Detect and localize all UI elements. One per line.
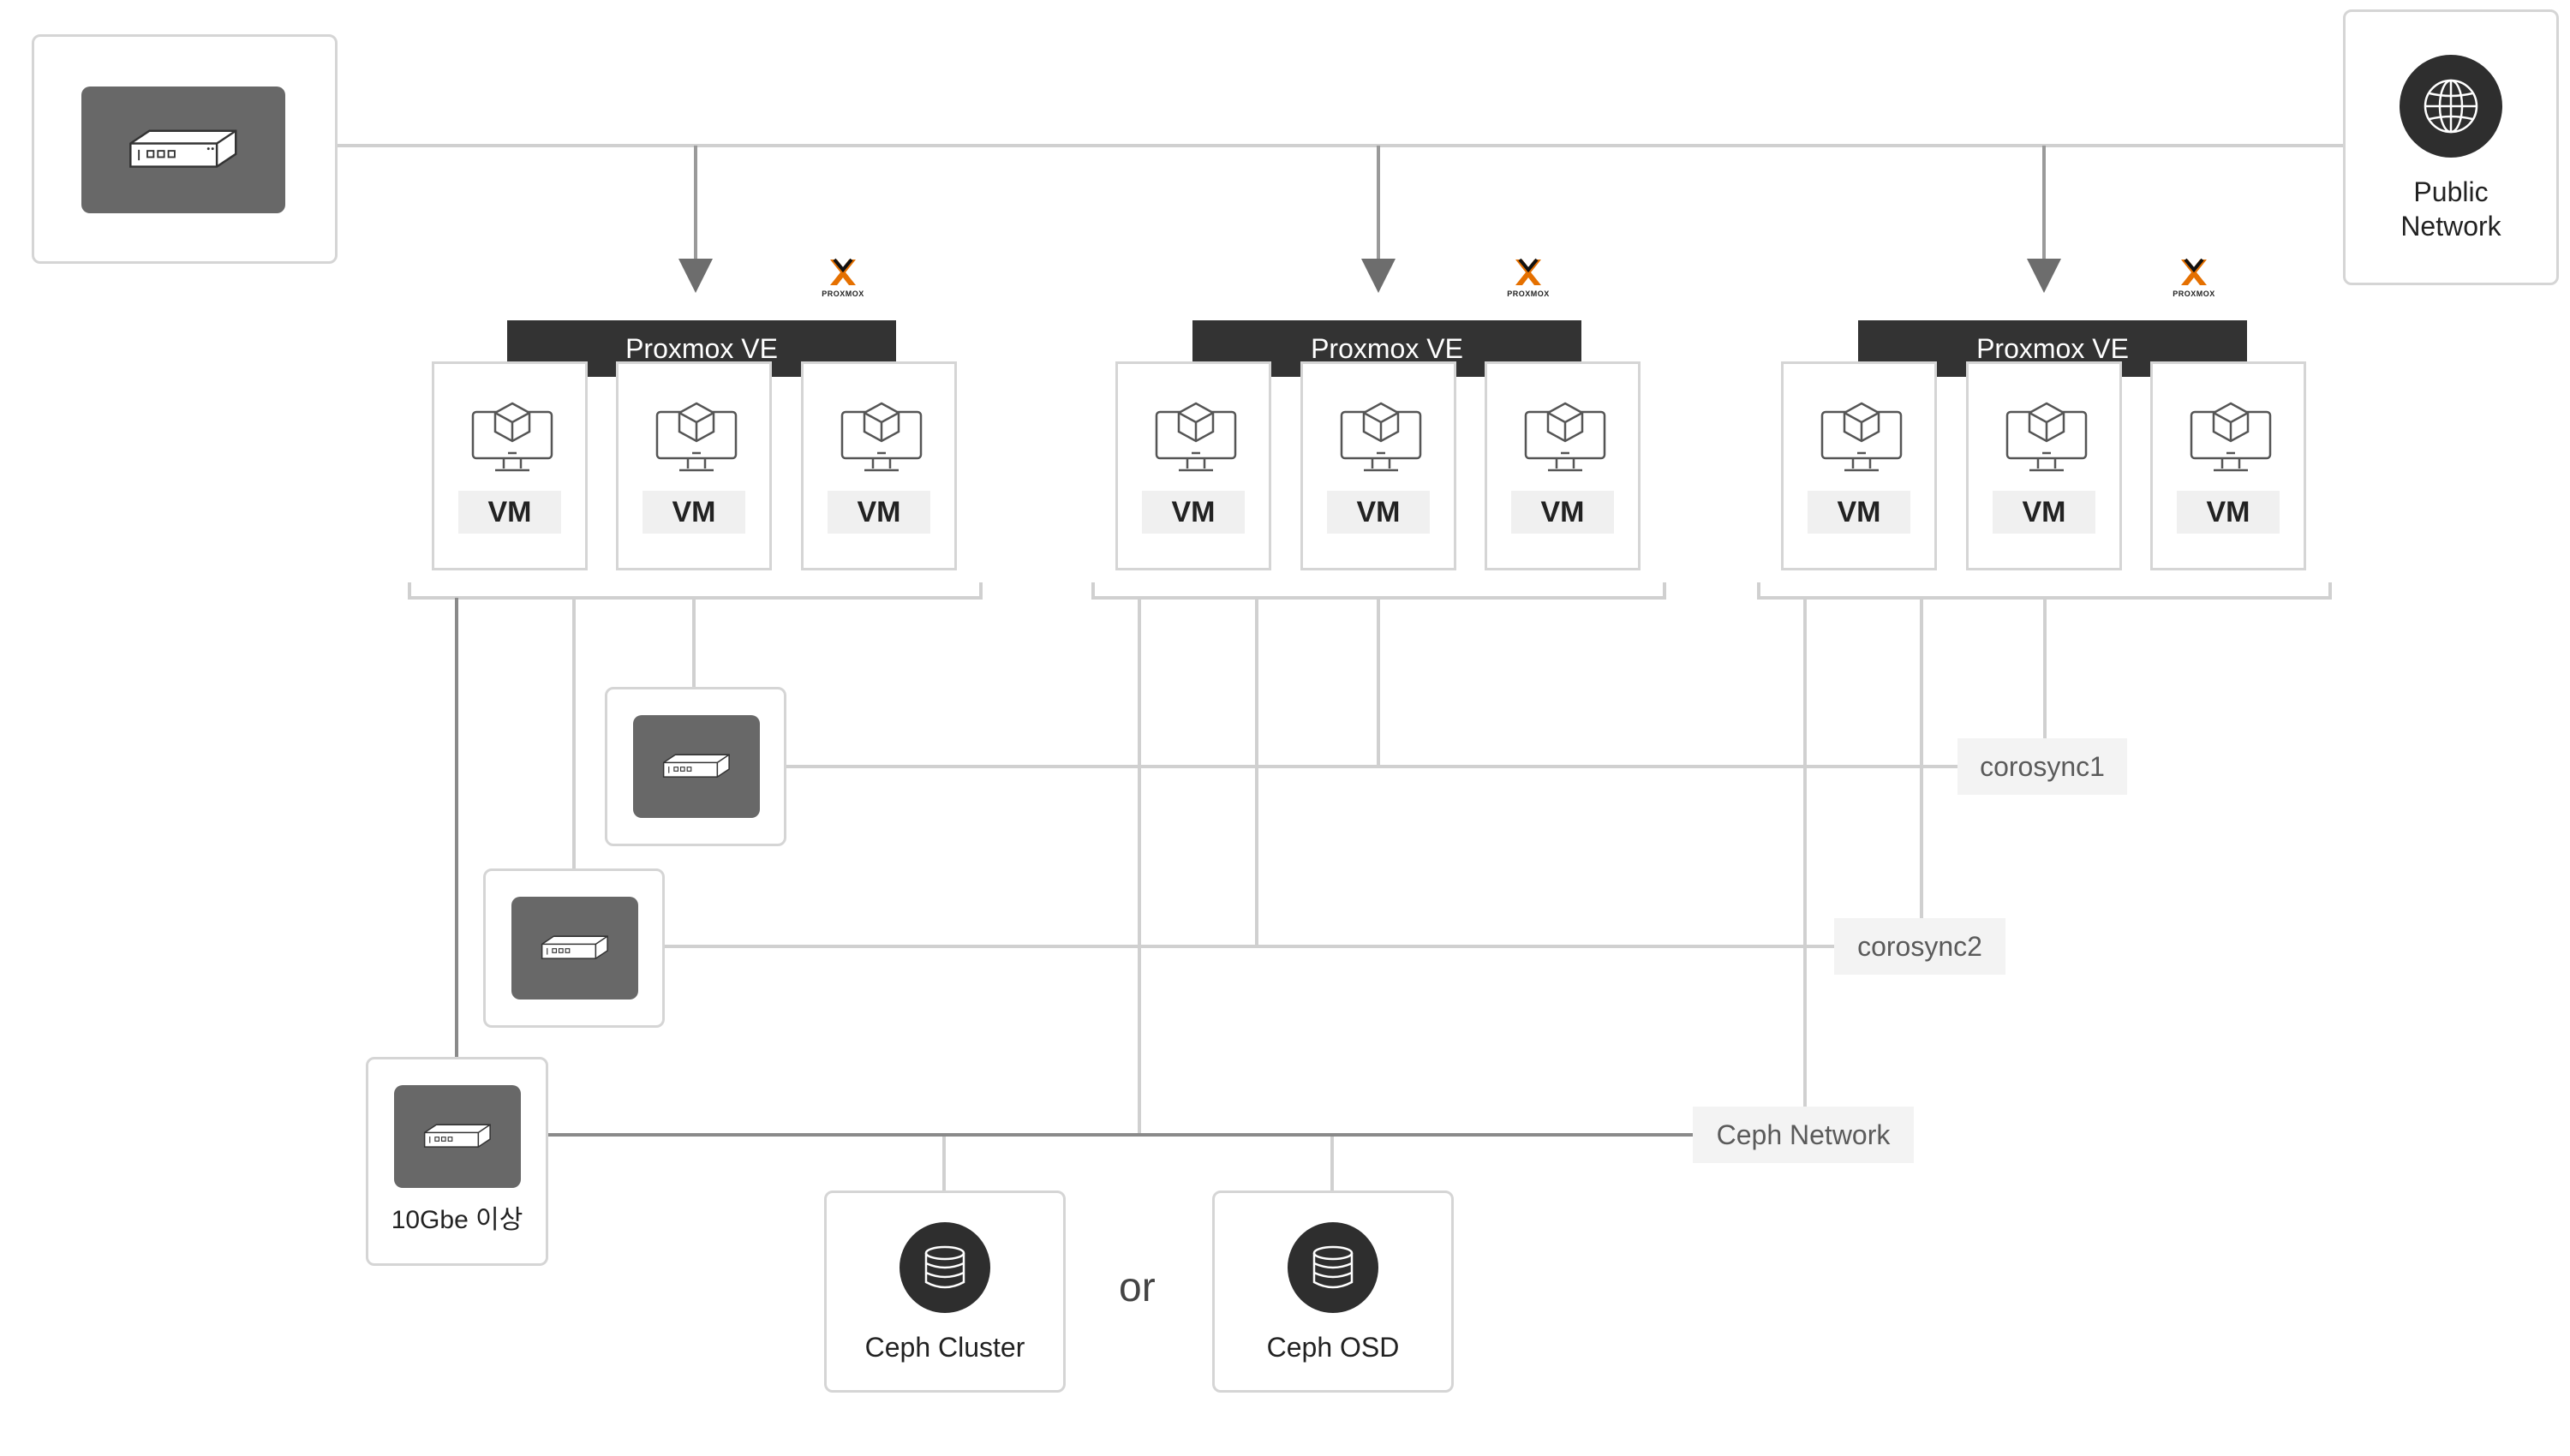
vm-monitor-icon [2190, 402, 2272, 472]
vm-monitor-icon [1524, 402, 1606, 472]
vm-card[interactable]: VM [1300, 361, 1456, 570]
vm-label: VM [1327, 491, 1430, 534]
or-text: or [1119, 1265, 1156, 1310]
database-icon [900, 1222, 990, 1313]
public-network-box: Public Network [2343, 9, 2559, 285]
ceph-cluster-box: Ceph Cluster [824, 1190, 1066, 1393]
vm-monitor-icon [471, 402, 553, 472]
vm-label: VM [2177, 491, 2280, 534]
vm-label: VM [1511, 491, 1614, 534]
corosync2-label: corosync2 [1834, 918, 2005, 975]
vm-label: VM [458, 491, 561, 534]
ceph-cluster-label: Ceph Cluster [864, 1332, 1025, 1363]
vm-monitor-icon [655, 402, 738, 472]
proxmox-logo-icon: PROXMOX [2167, 257, 2221, 305]
corosync1-label: corosync1 [1957, 738, 2127, 795]
router-box [32, 34, 338, 264]
ceph-osd-box: Ceph OSD [1212, 1190, 1454, 1393]
vm-card[interactable]: VM [2150, 361, 2306, 570]
corosync2-switch-box [483, 868, 665, 1028]
node1-bracket [408, 582, 983, 600]
ceph-osd-label: Ceph OSD [1266, 1332, 1400, 1363]
switch-icon [511, 897, 638, 1000]
vm-monitor-icon [1820, 402, 1903, 472]
vm-label: VM [642, 491, 745, 534]
ceph-network-label: Ceph Network [1693, 1107, 1914, 1163]
vm-monitor-icon [840, 402, 923, 472]
vm-label: VM [828, 491, 930, 534]
switch-icon [394, 1085, 521, 1188]
public-network-label: Public Network [2400, 176, 2501, 242]
vm-card[interactable]: VM [1115, 361, 1271, 570]
node3-bracket [1757, 582, 2332, 600]
router-icon [81, 87, 285, 213]
node2-bracket [1091, 582, 1666, 600]
vm-card[interactable]: VM [1781, 361, 1937, 570]
proxmox-logo-icon: PROXMOX [816, 257, 870, 305]
vm-monitor-icon [2005, 402, 2088, 472]
vm-card[interactable]: VM [616, 361, 772, 570]
corosync1-switch-box [605, 687, 786, 846]
globe-icon [2400, 55, 2502, 158]
vm-card[interactable]: VM [432, 361, 588, 570]
vm-card[interactable]: VM [1485, 361, 1641, 570]
ceph-switch-box: 10Gbe 이상 [366, 1057, 548, 1266]
database-icon [1288, 1222, 1378, 1313]
vm-monitor-icon [1155, 402, 1237, 472]
vm-card[interactable]: VM [1966, 361, 2122, 570]
vm-card[interactable]: VM [801, 361, 957, 570]
proxmox-logo-icon: PROXMOX [1501, 257, 1556, 305]
switch-icon [633, 715, 760, 818]
vm-label: VM [1993, 491, 2095, 534]
switch-speed-label: 10Gbe 이상 [391, 1206, 523, 1234]
vm-monitor-icon [1340, 402, 1422, 472]
vm-label: VM [1142, 491, 1245, 534]
vm-label: VM [1808, 491, 1910, 534]
